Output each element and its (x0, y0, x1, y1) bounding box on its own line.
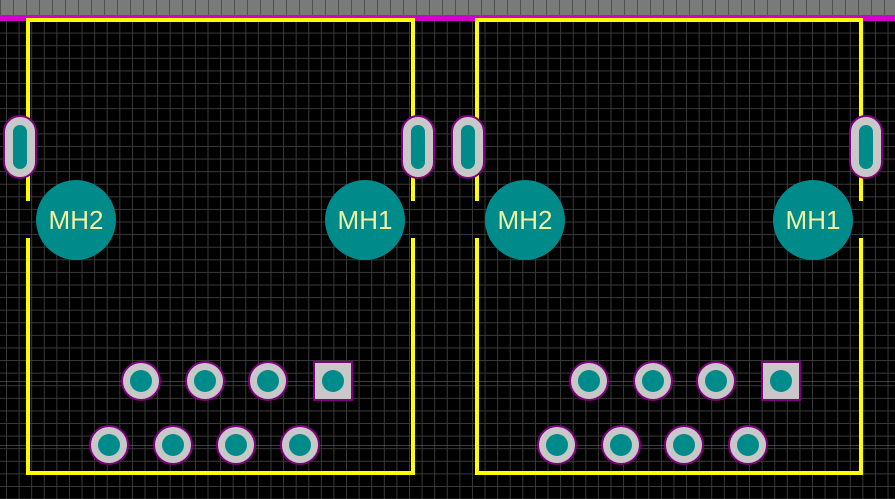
slot-pad[interactable] (401, 115, 435, 179)
top-ruler (0, 0, 895, 15)
guide-line (0, 381, 895, 382)
pin-pad[interactable] (153, 425, 193, 465)
pin-pad[interactable] (569, 361, 609, 401)
silkscreen-outline (26, 238, 415, 475)
pin-pad[interactable] (728, 425, 768, 465)
footprint-right[interactable]: MH2 MH1 (451, 18, 883, 475)
mounting-hole-label: MH1 (786, 205, 841, 235)
pin-pad[interactable] (280, 425, 320, 465)
pin-pad-square[interactable] (313, 361, 353, 401)
pcb-grid-canvas[interactable] (0, 21, 895, 499)
pin-pad[interactable] (696, 361, 736, 401)
mounting-hole[interactable]: MH2 (36, 180, 116, 260)
pin-pad[interactable] (216, 425, 256, 465)
pin-pad-square[interactable] (761, 361, 801, 401)
mounting-hole-label: MH2 (49, 205, 104, 235)
pin-pad[interactable] (121, 361, 161, 401)
footprint-left[interactable]: MH2 MH1 (3, 18, 435, 475)
pin-pad[interactable] (633, 361, 673, 401)
mounting-hole[interactable]: MH1 (325, 180, 405, 260)
pin-pad[interactable] (89, 425, 129, 465)
slot-pad[interactable] (3, 115, 37, 179)
pin-pad[interactable] (185, 361, 225, 401)
mounting-hole-label: MH2 (498, 205, 553, 235)
guide-line (0, 445, 895, 446)
pin-pad[interactable] (601, 425, 641, 465)
mounting-hole[interactable]: MH1 (773, 180, 853, 260)
pin-pad[interactable] (248, 361, 288, 401)
pin-pad[interactable] (664, 425, 704, 465)
slot-pad[interactable] (849, 115, 883, 179)
pin-pad[interactable] (537, 425, 577, 465)
silkscreen-outline (475, 238, 863, 475)
silkscreen-outline (475, 18, 863, 201)
silkscreen-outline (26, 18, 415, 201)
mounting-hole-label: MH1 (338, 205, 393, 235)
top-layer-boundary (0, 15, 895, 21)
slot-pad[interactable] (451, 115, 485, 179)
mounting-hole[interactable]: MH2 (485, 180, 565, 260)
